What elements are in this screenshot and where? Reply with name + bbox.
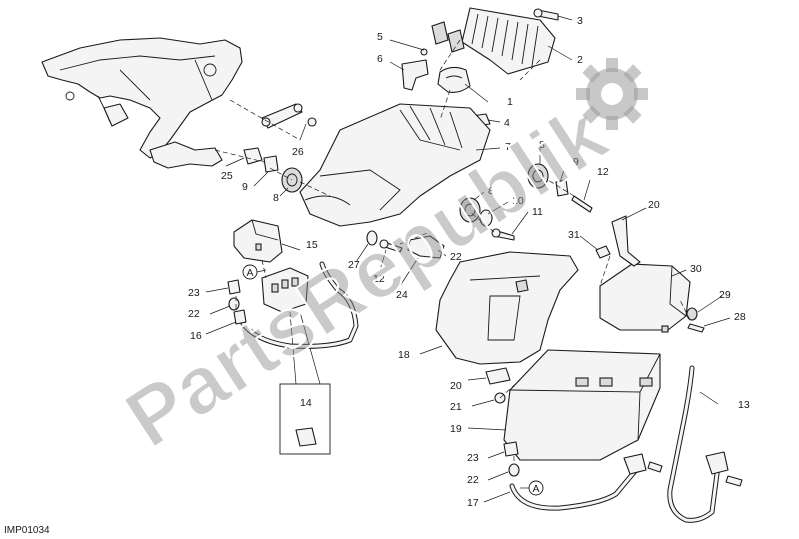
callout-25: 25	[221, 170, 233, 182]
callout-21: 21	[450, 401, 462, 413]
callout-10: 10	[512, 195, 524, 207]
screw-3-drawing	[533, 8, 559, 21]
svg-text:A: A	[532, 483, 539, 495]
voltage-regulator-drawing	[431, 7, 556, 75]
screw-23b-drawing	[503, 441, 519, 457]
bracket-20b-drawing	[485, 367, 511, 385]
callout-12-left: 12	[373, 273, 385, 285]
callout-20-upper: 20	[648, 199, 660, 211]
callout-14: 14	[300, 397, 312, 409]
spacer-9a-drawing	[263, 155, 279, 173]
callout-13: 13	[738, 399, 750, 411]
callout-29: 29	[719, 289, 731, 301]
callout-6: 6	[377, 53, 383, 65]
callout-20-lower: 20	[450, 380, 462, 392]
callout-15: 15	[306, 239, 318, 251]
callout-8-middle: 8	[488, 185, 494, 197]
callout-19: 19	[450, 423, 462, 435]
grommet-29-drawing	[686, 307, 698, 321]
screw-23a-drawing	[227, 279, 241, 295]
component-holder-drawing	[299, 103, 491, 227]
callout-24: 24	[396, 289, 408, 301]
callout-8-right: 8	[539, 139, 545, 151]
callout-17: 17	[467, 497, 479, 509]
washer-27-drawing	[366, 230, 378, 246]
washer-22a-drawing	[228, 297, 240, 311]
clip-1-drawing	[437, 66, 471, 93]
callout-31: 31	[568, 229, 580, 241]
callout-3: 3	[577, 15, 583, 27]
callout-16: 16	[190, 330, 202, 342]
nut-25-drawing	[243, 147, 263, 165]
callout-26: 26	[292, 146, 304, 158]
washer-10-drawing	[479, 209, 493, 227]
callout-12-right: 12	[597, 166, 609, 178]
spacer-9b-drawing	[555, 179, 569, 197]
callout-9-left: 9	[242, 181, 248, 193]
svg-text:A: A	[246, 267, 253, 279]
callout-28: 28	[734, 311, 746, 323]
callout-27: 27	[348, 259, 360, 271]
fuse-box-drawing	[261, 267, 309, 313]
callout-30: 30	[690, 263, 702, 275]
callout-18: 18	[398, 349, 410, 361]
cable-13-drawing	[667, 365, 743, 523]
battery-tray-drawing	[435, 251, 579, 365]
screw-12b-drawing	[379, 239, 403, 253]
fuse-box-cover-drawing	[233, 219, 283, 263]
link-26-drawing	[261, 103, 317, 129]
cable-16-drawing	[233, 261, 359, 349]
screw-11-drawing	[491, 228, 515, 241]
battery-drawing	[503, 349, 661, 461]
callout-22-middle: 22	[450, 251, 462, 263]
callout-leaders	[205, 15, 731, 503]
screw-28-drawing	[687, 323, 705, 333]
frame-drawing	[41, 37, 243, 169]
screw-12a-drawing	[571, 195, 593, 213]
connector-a-lower: A	[520, 480, 544, 496]
battery-cover-drawing	[599, 263, 691, 333]
callout-11: 11	[532, 206, 543, 218]
callout-8-left: 8	[273, 192, 279, 204]
connector-a-upper: A	[242, 264, 267, 280]
callout-9-right: 9	[573, 156, 579, 168]
callout-22-left: 22	[188, 308, 200, 320]
callout-7: 7	[505, 141, 511, 153]
callout-5: 5	[377, 31, 383, 43]
washer-22b-drawing	[508, 463, 520, 477]
callout-23-left: 23	[188, 287, 200, 299]
callout-22-bottom: 22	[467, 474, 479, 486]
fuse-detail-box	[279, 311, 331, 455]
gear-icon	[576, 58, 648, 130]
callout-numbers: 1 2 3 4 5 6 7 8 8 8 9 9 10 11 12 12 13 1…	[188, 15, 750, 509]
grommet-8c-drawing	[527, 163, 549, 189]
clamp-24-drawing	[407, 235, 445, 259]
bracket-6-drawing	[401, 48, 429, 91]
diagram-code: IMP01034	[4, 525, 50, 536]
callout-2: 2	[577, 54, 583, 66]
callout-1: 1	[507, 96, 513, 108]
callout-4: 4	[504, 117, 510, 129]
callout-23-bottom: 23	[467, 452, 479, 464]
cable-17-drawing	[509, 453, 663, 511]
assembly-lines	[214, 39, 691, 464]
clip-31-drawing	[595, 245, 611, 259]
bracket-20a-drawing	[611, 215, 641, 267]
